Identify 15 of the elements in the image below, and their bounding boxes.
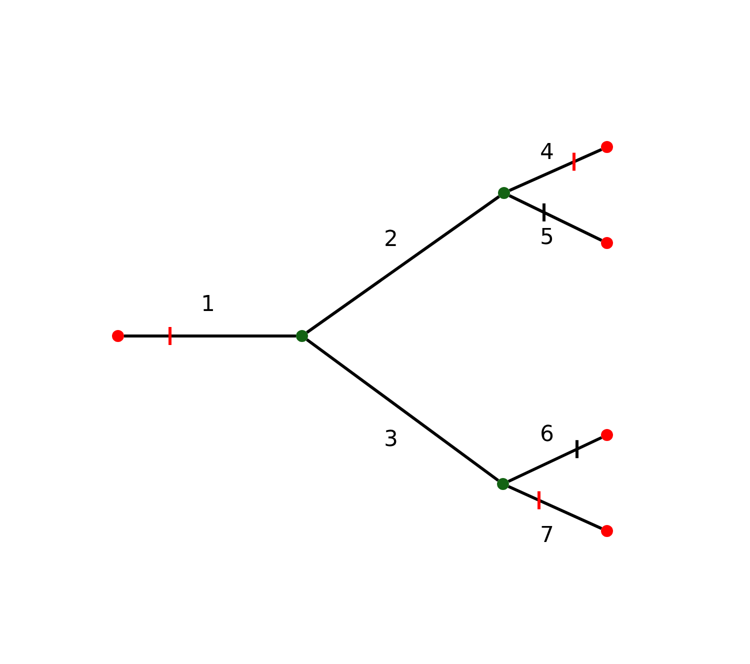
edge-line <box>508 194 602 242</box>
node-dot <box>498 187 510 199</box>
edge-line <box>306 338 500 482</box>
node-dot <box>601 429 613 441</box>
node-dot <box>601 525 613 537</box>
node-dot <box>601 141 613 153</box>
node-dot <box>112 330 124 342</box>
edge-line <box>508 485 602 530</box>
node-dot <box>296 330 308 342</box>
edge-line <box>124 334 296 338</box>
edge-line <box>508 148 602 192</box>
edge-line <box>306 195 500 334</box>
edge-line <box>508 436 602 483</box>
node-dot <box>601 237 613 249</box>
node-dot <box>497 478 509 490</box>
